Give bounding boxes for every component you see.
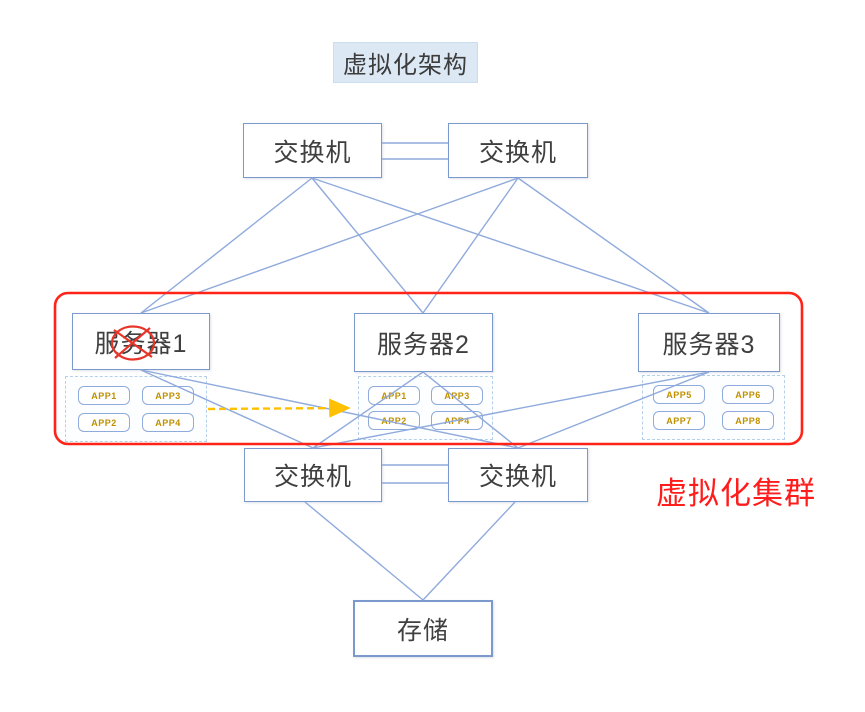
app-row: APP1 APP3 — [368, 386, 483, 405]
cluster-label: 虚拟化集群 — [656, 476, 816, 511]
top-switch-1-label: 交换机 — [273, 138, 352, 167]
storage-label: 存储 — [396, 616, 449, 645]
server-1: 服务器1 — [72, 313, 210, 370]
top-fabric-links — [140, 177, 710, 314]
server-2: 服务器2 — [354, 313, 493, 372]
app-label: APP1 — [91, 390, 117, 401]
server-2-label: 服务器2 — [377, 330, 470, 359]
server-1-label: 服务器1 — [94, 329, 188, 358]
top-switch-2: 交换机 — [448, 123, 588, 178]
connector-line — [422, 177, 519, 314]
app-label: APP1 — [381, 390, 407, 401]
server-3-label: 服务器3 — [662, 330, 756, 359]
connector-line — [517, 177, 710, 314]
top-switch-1: 交换机 — [243, 123, 382, 178]
storage-links — [304, 501, 516, 601]
app-box: APP6 — [722, 385, 774, 404]
app-row: APP5 APP6 — [653, 385, 774, 404]
app-box: APP2 — [78, 413, 130, 432]
server-2-app-zone: APP1 APP3 APP2 APP4 — [358, 376, 493, 440]
app-label: APP4 — [444, 415, 470, 426]
bottom-switch-2-label: 交换机 — [478, 463, 557, 491]
connector-line — [140, 177, 313, 314]
app-label: APP2 — [91, 417, 117, 428]
server-3-app-zone: APP5 APP6 APP7 APP8 — [642, 375, 785, 440]
app-box: APP5 — [653, 385, 705, 404]
app-label: APP7 — [666, 415, 692, 426]
connector-line — [140, 177, 519, 314]
app-box: APP4 — [142, 413, 194, 432]
app-row: APP7 APP8 — [653, 411, 774, 430]
app-box: APP3 — [142, 386, 194, 405]
top-switch-2-label: 交换机 — [478, 138, 557, 167]
app-box: APP1 — [78, 386, 130, 405]
app-box: APP1 — [368, 386, 420, 405]
connector-line — [311, 177, 424, 314]
app-box: APP3 — [431, 386, 483, 405]
bottom-switch-1: 交换机 — [244, 448, 382, 502]
app-box: APP2 — [368, 411, 420, 430]
connector-line — [304, 501, 424, 601]
server-3: 服务器3 — [638, 313, 780, 372]
bottom-switch-interlink — [382, 464, 448, 484]
app-label: APP5 — [666, 389, 692, 400]
app-label: APP8 — [735, 415, 761, 426]
connector-line — [422, 501, 516, 601]
app-box: APP7 — [653, 411, 705, 430]
bottom-switch-1-label: 交换机 — [273, 463, 352, 491]
storage-node: 存储 — [353, 600, 493, 657]
connector-line — [311, 177, 710, 314]
app-row: APP1 APP3 — [78, 386, 194, 405]
bottom-switch-2: 交换机 — [448, 448, 588, 502]
app-row: APP2 APP4 — [78, 413, 194, 432]
app-label: APP6 — [735, 389, 761, 400]
top-switch-interlink — [382, 142, 448, 160]
app-label: APP3 — [155, 390, 181, 401]
app-label: APP3 — [444, 390, 470, 401]
app-label: APP4 — [155, 417, 181, 428]
app-box: APP4 — [431, 411, 483, 430]
migration-arrow-icon — [207, 398, 351, 418]
app-row: APP2 APP4 — [368, 411, 483, 430]
diagram-title-label: 虚拟化架构 — [343, 52, 468, 79]
diagram-title: 虚拟化架构 — [333, 42, 478, 83]
app-box: APP8 — [722, 411, 774, 430]
server-1-app-zone: APP1 APP3 APP2 APP4 — [65, 376, 207, 442]
app-label: APP2 — [381, 415, 407, 426]
